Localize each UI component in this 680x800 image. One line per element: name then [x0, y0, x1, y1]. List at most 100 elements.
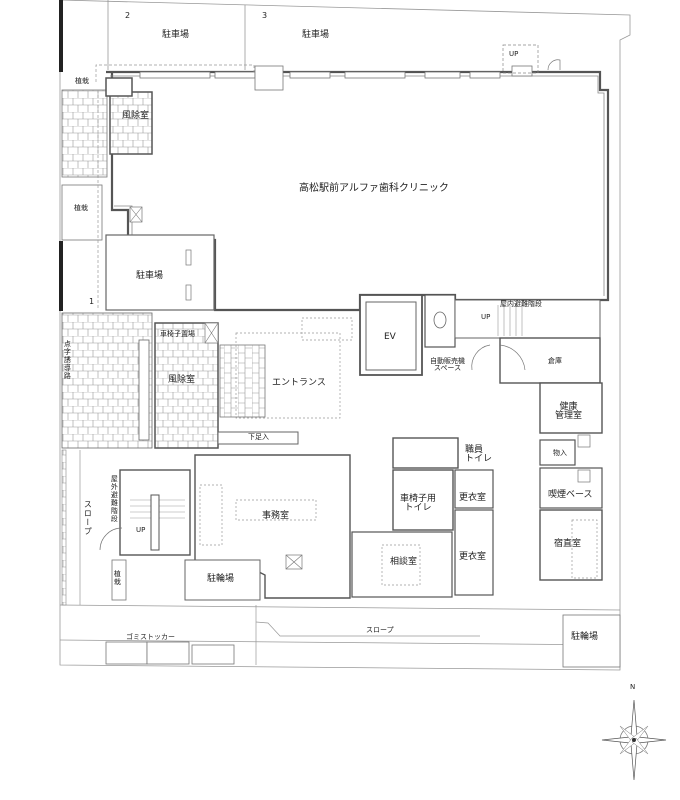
toilet-icon [433, 311, 447, 329]
bicycle-parking-right-label: 駐輪場 [571, 632, 599, 642]
garbage-stocker-2 [146, 641, 190, 665]
desk [199, 484, 223, 546]
window-frames [139, 65, 533, 91]
door-swing [547, 59, 561, 71]
door-swing [499, 344, 526, 371]
fence-mark [59, 0, 63, 72]
bed [571, 519, 598, 579]
vending-line-2: スペース [433, 364, 462, 373]
planting-top-label: 植栽 [75, 77, 89, 85]
health-room [539, 382, 603, 434]
garbage-box [191, 644, 235, 665]
wheelchair-toilet [392, 469, 454, 531]
ev-label: EV [384, 332, 396, 342]
site-boundary [59, 0, 631, 671]
storage-label: 倉庫 [548, 357, 562, 365]
windbreak-top-room [109, 91, 153, 155]
column-x-mark [129, 206, 143, 223]
smoking-label: 喫煙ベース [548, 490, 593, 500]
wheelchair-storage-label: 車椅子置場 [160, 330, 195, 338]
stair-top-outline [502, 44, 539, 74]
planting-box-bottom [111, 559, 127, 601]
slope-left-edge [61, 449, 67, 606]
locker-room-1 [454, 469, 494, 509]
up-indoor-label: UP [481, 313, 491, 321]
parking-1-number: 1 [89, 297, 95, 306]
elevator-shaft [359, 294, 423, 376]
planting-box-top [61, 184, 103, 241]
wheel-stop [185, 284, 192, 301]
vending-line-1: 自動販売機 [430, 357, 465, 365]
stair-core [150, 494, 160, 551]
windbreak-lower-label: 風除室 [168, 375, 196, 385]
locker-room-2 [454, 509, 494, 596]
column-x [577, 469, 591, 483]
night-duty-room [539, 509, 603, 581]
windbreak-top-label: 風除室 [122, 111, 150, 121]
storage-room [499, 337, 601, 384]
planting-left-label: 植栽 [74, 204, 88, 212]
consultation-label: 相談室 [390, 557, 418, 567]
closet-label: 物入 [553, 449, 567, 457]
door-strip [138, 339, 150, 441]
health-room-line-2: 管理室 [555, 411, 583, 422]
wheelchair-toilet-label: 車椅子用 トイレ [400, 494, 437, 514]
column-x-mark [285, 554, 303, 570]
night-duty-label: 宿直室 [554, 539, 582, 549]
outdoor-stairs-label: 屋外避難階段 [110, 475, 119, 523]
shoe-box [217, 431, 299, 445]
entrance-mat [219, 344, 266, 418]
up-outdoor-label: UP [136, 526, 146, 534]
garbage-stocker-1 [105, 641, 148, 665]
clinic-title: 高松駅前アルファ歯科クリニック [299, 183, 449, 194]
elevator-car [365, 301, 417, 371]
tile-walk-lower [61, 312, 153, 449]
indoor-stairs-area [454, 299, 601, 339]
wheelchair-toilet-line-1: 車椅子用 [400, 494, 437, 504]
indoor-stairs-label: 屋内避難階段 [500, 300, 542, 308]
door-swing [99, 527, 123, 551]
parking-3-number: 3 [262, 11, 268, 20]
windbreak-lower-room [154, 322, 219, 449]
staff-toilet-line-1: 職員 [465, 445, 484, 455]
stair-treads [497, 305, 523, 336]
entrance-dashed [235, 332, 341, 419]
parking-1-area [105, 234, 215, 311]
health-room-line-1: 健康 [559, 402, 578, 412]
wall-column [105, 77, 133, 97]
slope-arrow [255, 621, 480, 637]
bicycle-parking-left-label: 駐輪場 [207, 574, 235, 584]
parking-1-label: 駐車場 [136, 271, 164, 281]
column-x-mark [204, 322, 219, 344]
tactile-path-label: 点字誘導路 [63, 340, 72, 380]
parking-3-label: 駐車場 [302, 30, 330, 40]
garbage-label: ゴミストッカー [126, 633, 175, 641]
staff-toilet-line-2: トイレ [465, 454, 493, 465]
parking-2-number: 2 [125, 11, 131, 20]
planting-bottom-label: 植栽 [113, 570, 122, 586]
shoe-storage-label: 下足入 [248, 433, 269, 441]
up-top-label: UP [509, 50, 519, 58]
smoking-room [539, 467, 603, 509]
consultation-room [351, 531, 453, 598]
wheelchair-toilet-line-2: トイレ [404, 503, 432, 514]
entrance-label: エントランス [272, 378, 326, 388]
parking-2-label: 駐車場 [162, 30, 190, 40]
locker-2-label: 更衣室 [459, 552, 487, 562]
locker-1-label: 更衣室 [459, 493, 487, 503]
desk-cluster [235, 499, 317, 521]
compass-north-label: N [630, 683, 636, 691]
table [381, 544, 421, 586]
bench [301, 317, 353, 341]
staff-toilet [392, 437, 459, 469]
door-swing [471, 344, 491, 371]
slope-left-label: スロープ [83, 500, 93, 536]
office-label: 事務室 [262, 511, 290, 521]
canopy-outline [95, 64, 255, 82]
compass-rose [601, 699, 667, 781]
slope-bottom-label: スロープ [366, 626, 394, 634]
wheel-stop [185, 249, 192, 266]
bicycle-parking-right [562, 614, 621, 668]
column-x [577, 434, 591, 448]
